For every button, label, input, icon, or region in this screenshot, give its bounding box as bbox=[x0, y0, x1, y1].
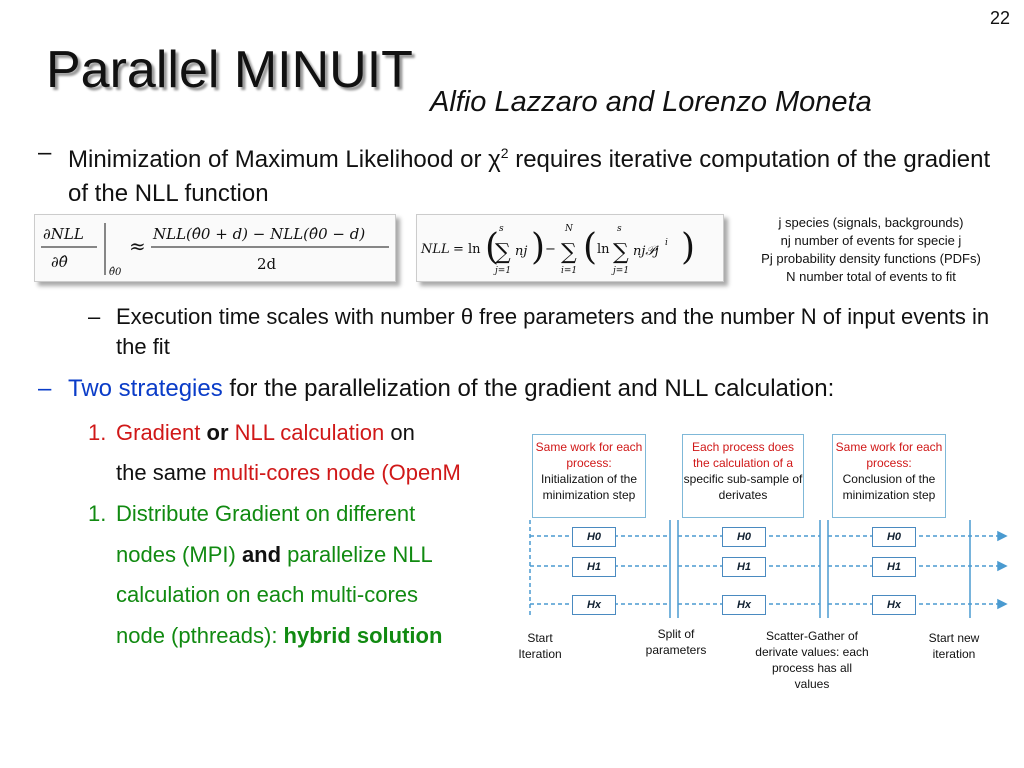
svg-text:i=1: i=1 bbox=[561, 266, 577, 276]
strategy-text: NLL calculation bbox=[228, 420, 385, 445]
svg-text:θ̂0: θ̂0 bbox=[109, 267, 122, 278]
svg-text:j=1: j=1 bbox=[611, 266, 629, 276]
dash-marker: – bbox=[88, 304, 101, 329]
authors: Alfio Lazzaro and Lorenzo Moneta bbox=[430, 86, 872, 118]
nll-formula: NLL = ln ( s ∑ j=1 nj ) − N ∑ i=1 ( ln s… bbox=[416, 214, 724, 282]
svg-text:i: i bbox=[665, 238, 668, 248]
svg-text:2d: 2d bbox=[257, 255, 277, 273]
phase-box-red-text: Same work for each process: bbox=[535, 440, 643, 470]
process-box: H1 bbox=[572, 557, 616, 577]
gradient-formula-svg: ∂NLL ∂θ̂ θ̂0 ≈ NLL(θ̂0 + d) − NLL(θ̂0 − … bbox=[41, 223, 389, 278]
nll-formula-svg: NLL = ln ( s ∑ j=1 nj ) − N ∑ i=1 ( ln s… bbox=[420, 224, 695, 276]
svg-text:∂θ̂: ∂θ̂ bbox=[51, 253, 68, 271]
strategy-text: parallelize NLL bbox=[281, 542, 433, 567]
label-new-iteration: Start new iteration bbox=[928, 631, 980, 661]
strategy-2-line4: node (pthreads): hybrid solution bbox=[116, 621, 442, 651]
svg-text:(: ( bbox=[485, 227, 499, 268]
svg-text:NLL(θ̂0 + d) − NLL(θ̂0 − d): NLL(θ̂0 + d) − NLL(θ̂0 − d) bbox=[152, 225, 365, 243]
phase-box-text: Initialization of the minimization step bbox=[540, 472, 638, 502]
process-box: H0 bbox=[722, 527, 766, 547]
slide-title: Parallel MINUIT bbox=[46, 41, 413, 99]
strategy-number: 1. bbox=[88, 501, 107, 526]
hybrid-solution: hybrid solution bbox=[283, 623, 443, 648]
svg-text:nj𝒫j: nj𝒫j bbox=[633, 244, 659, 259]
svg-text:s: s bbox=[617, 224, 622, 234]
strategy-text: on bbox=[384, 420, 415, 445]
formula-legend: j species (signals, backgrounds) nj numb… bbox=[728, 214, 1014, 286]
gradient-formula: ∂NLL ∂θ̂ θ̂0 ≈ NLL(θ̂0 + d) − NLL(θ̂0 − … bbox=[34, 214, 396, 282]
strategy-1-line1: 1. Gradient or NLL calculation on bbox=[88, 418, 415, 448]
process-box: H1 bbox=[872, 557, 916, 577]
svg-text:∑: ∑ bbox=[495, 240, 511, 265]
svg-text:ln: ln bbox=[597, 242, 610, 257]
strategies-rest: for the parallelization of the gradient … bbox=[222, 375, 835, 402]
strategy-text: the same bbox=[116, 460, 213, 485]
process-box: H0 bbox=[572, 527, 616, 547]
legend-line: Pj probability density functions (PDFs) bbox=[761, 251, 981, 266]
svg-text:nj: nj bbox=[515, 244, 527, 259]
bullet-text: Execution time scales with number θ free… bbox=[116, 304, 990, 359]
svg-text:∑: ∑ bbox=[561, 240, 577, 265]
strategy-2-line2: nodes (MPI) and parallelize NLL bbox=[116, 540, 433, 570]
strategy-text: Gradient bbox=[116, 420, 207, 445]
process-box: Hx bbox=[722, 595, 766, 615]
svg-text:s: s bbox=[499, 224, 504, 234]
legend-line: j species (signals, backgrounds) bbox=[778, 215, 964, 230]
process-box: H0 bbox=[872, 527, 916, 547]
label-split-parameters: Split of parameters bbox=[645, 627, 707, 657]
legend-line: nj number of events for specie j bbox=[780, 233, 962, 248]
legend-line: N number total of events to fit bbox=[786, 269, 956, 284]
strategy-2-line3: calculation on each multi-cores bbox=[116, 580, 418, 610]
bullet-text: Minimization of Maximum Likelihood or χ bbox=[68, 146, 501, 173]
strategy-text: calculation on each multi-cores bbox=[116, 582, 419, 607]
svg-text:N: N bbox=[564, 224, 574, 234]
phase-box-red-text: Same work for each process: bbox=[835, 440, 943, 470]
svg-text:): ) bbox=[531, 227, 545, 268]
svg-text:NLL: NLL bbox=[420, 242, 450, 257]
dash-marker: – bbox=[38, 375, 52, 402]
strategy-1-line2: the same multi-cores node (OpenM bbox=[116, 458, 512, 488]
strategy-text: Distribute Gradient on different bbox=[116, 501, 416, 526]
phase-box-text: Conclusion of the minimization step bbox=[842, 472, 936, 502]
phase-box-conclusion: Same work for each process: Conclusion o… bbox=[832, 434, 946, 518]
bullet-execution-time: – Execution time scales with number θ fr… bbox=[88, 302, 996, 362]
strategy-number: 1. bbox=[88, 420, 107, 445]
svg-text:≈: ≈ bbox=[129, 234, 146, 258]
superscript: 2 bbox=[500, 145, 509, 161]
strategy-text: node (pthreads): bbox=[116, 623, 284, 648]
svg-text:∂NLL: ∂NLL bbox=[43, 225, 84, 243]
phase-box-text: specific sub-sample of derivates bbox=[683, 472, 803, 502]
bullet-text-after: requires iterative computation of the gr… bbox=[68, 146, 991, 207]
bullet-minimization: – Minimization of Maximum Likelihood or … bbox=[38, 136, 998, 211]
process-box: H1 bbox=[722, 557, 766, 577]
process-box: Hx bbox=[572, 595, 616, 615]
svg-text:j=1: j=1 bbox=[493, 266, 511, 276]
svg-text:= ln: = ln bbox=[453, 242, 481, 257]
process-box: Hx bbox=[872, 595, 916, 615]
bullet-two-strategies: – Two strategies for the parallelization… bbox=[38, 372, 998, 406]
strategies-lead: Two strategies bbox=[68, 375, 223, 402]
label-start-iteration: Start Iteration bbox=[518, 631, 562, 661]
strategy-2-line1: 1. Distribute Gradient on different bbox=[88, 499, 416, 529]
label-scatter-gather: Scatter-Gather of derivate values: each … bbox=[755, 629, 869, 691]
parallel-diagram: Same work for each process: Initializati… bbox=[510, 428, 1010, 708]
svg-text:−: − bbox=[545, 242, 556, 257]
strategy-or: or bbox=[206, 420, 229, 445]
phase-box-calculation: Each process does the calculation of a s… bbox=[682, 434, 804, 518]
strategy-text: nodes (MPI) bbox=[116, 542, 242, 567]
dash-marker: – bbox=[38, 139, 52, 166]
phase-box-initialization: Same work for each process: Initializati… bbox=[532, 434, 646, 518]
strategy-and: and bbox=[241, 542, 282, 567]
phase-box-red-text: Each process does the calculation of a bbox=[691, 440, 795, 470]
svg-text:): ) bbox=[681, 227, 695, 268]
svg-text:(: ( bbox=[583, 227, 597, 268]
strategy-text: multi-cores node (OpenM bbox=[212, 460, 461, 485]
slide-number: 22 bbox=[989, 8, 1010, 28]
svg-text:∑: ∑ bbox=[613, 240, 629, 265]
